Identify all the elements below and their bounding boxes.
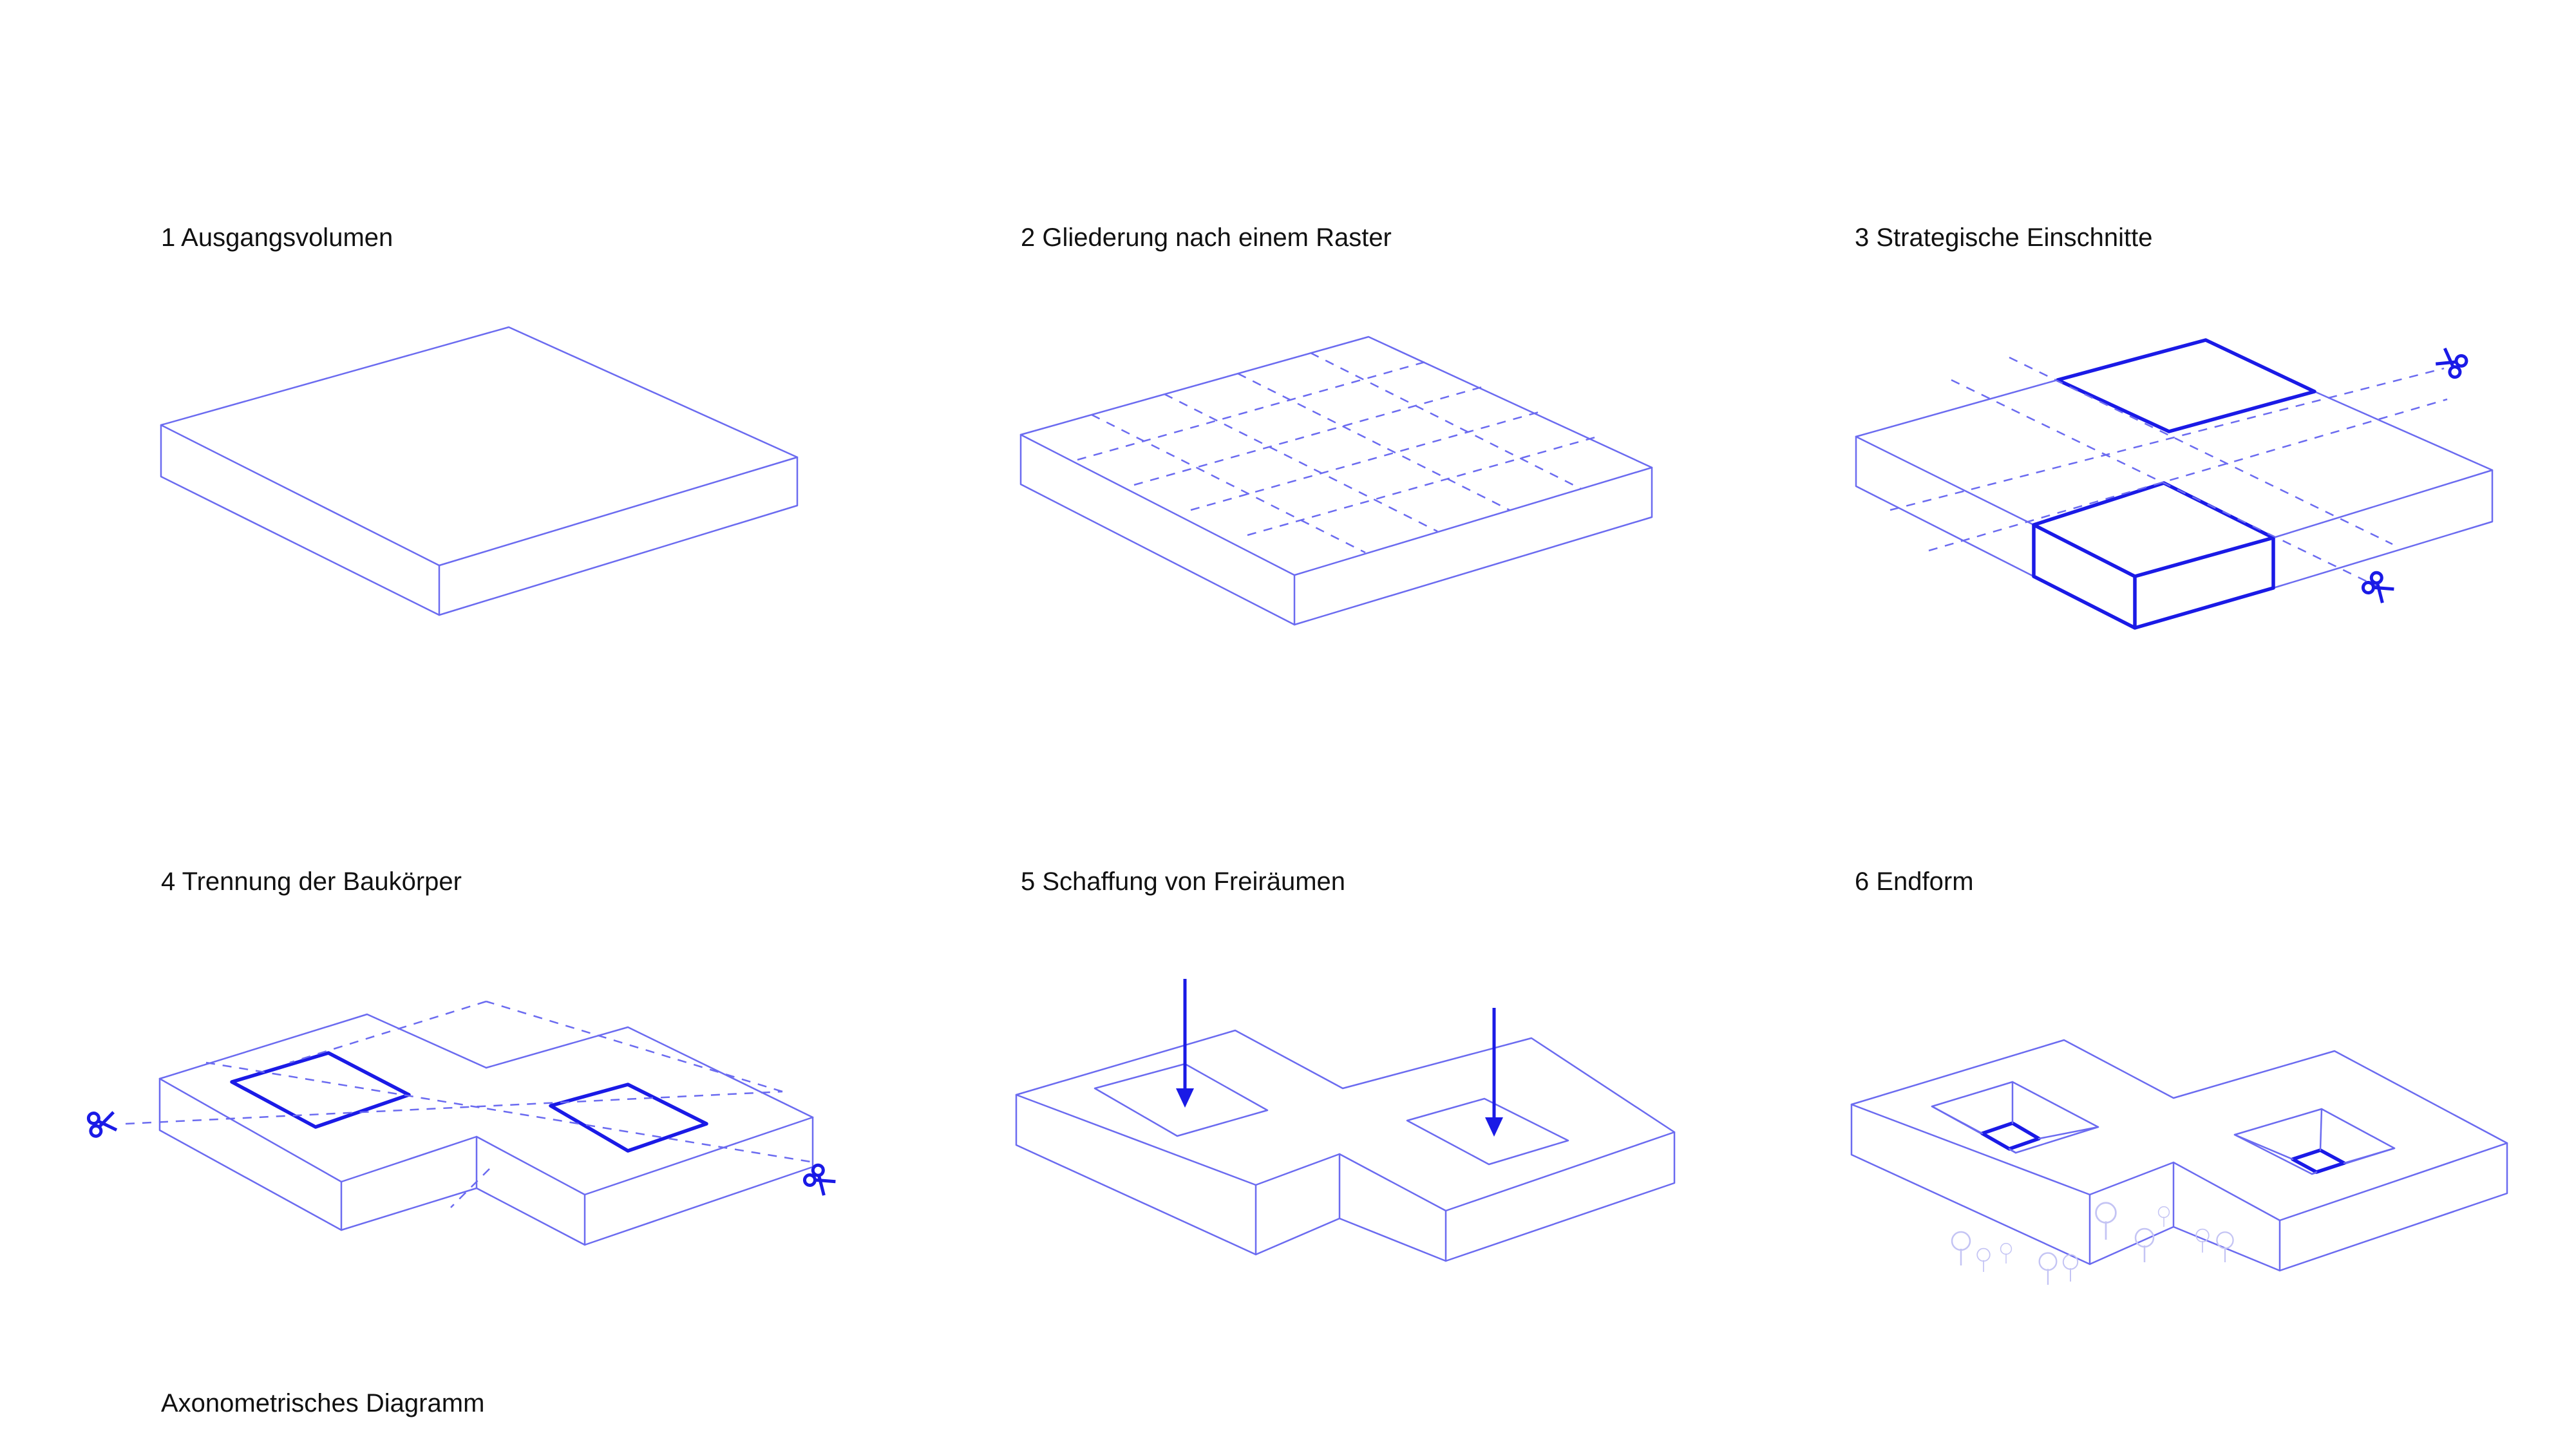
tree-icon xyxy=(2216,1231,2234,1264)
tree-icon xyxy=(2062,1254,2079,1283)
step-2-label: 2 Gliederung nach einem Raster xyxy=(1021,223,1392,252)
tree-icon xyxy=(2038,1252,2058,1286)
arrow-down-icon xyxy=(1176,1088,1194,1108)
arrow-down-icon xyxy=(1485,1117,1503,1137)
scissors-icon xyxy=(2434,346,2468,379)
tree-icon xyxy=(2095,1202,2117,1241)
slab-separation-4 xyxy=(88,1000,837,1246)
tree-icon xyxy=(2134,1227,2155,1264)
tree-icon xyxy=(2157,1206,2170,1227)
step-3-label: 3 Strategische Einschnitte xyxy=(1855,223,2153,252)
step-1-label: 1 Ausgangsvolumen xyxy=(161,223,393,252)
diagram-caption: Axonometrisches Diagramm xyxy=(161,1389,485,1417)
step-5-label: 5 Schaffung von Freiräumen xyxy=(1021,867,1346,896)
tree-icon xyxy=(2000,1243,2012,1264)
slab-courtyards-5 xyxy=(1015,979,1676,1262)
step-4-label: 4 Trennung der Baukörper xyxy=(161,867,462,896)
slab-volume-1 xyxy=(160,326,799,616)
tree-icon xyxy=(1951,1231,1971,1267)
slab-cuts-3 xyxy=(1855,338,2494,630)
scissors-icon xyxy=(88,1110,117,1137)
step-6-label: 6 Endform xyxy=(1855,867,1974,896)
scissors-icon xyxy=(2361,571,2396,605)
slab-grid-2 xyxy=(1019,336,1653,626)
final-form-6 xyxy=(1850,1039,2508,1286)
tree-icon xyxy=(1976,1247,1991,1273)
